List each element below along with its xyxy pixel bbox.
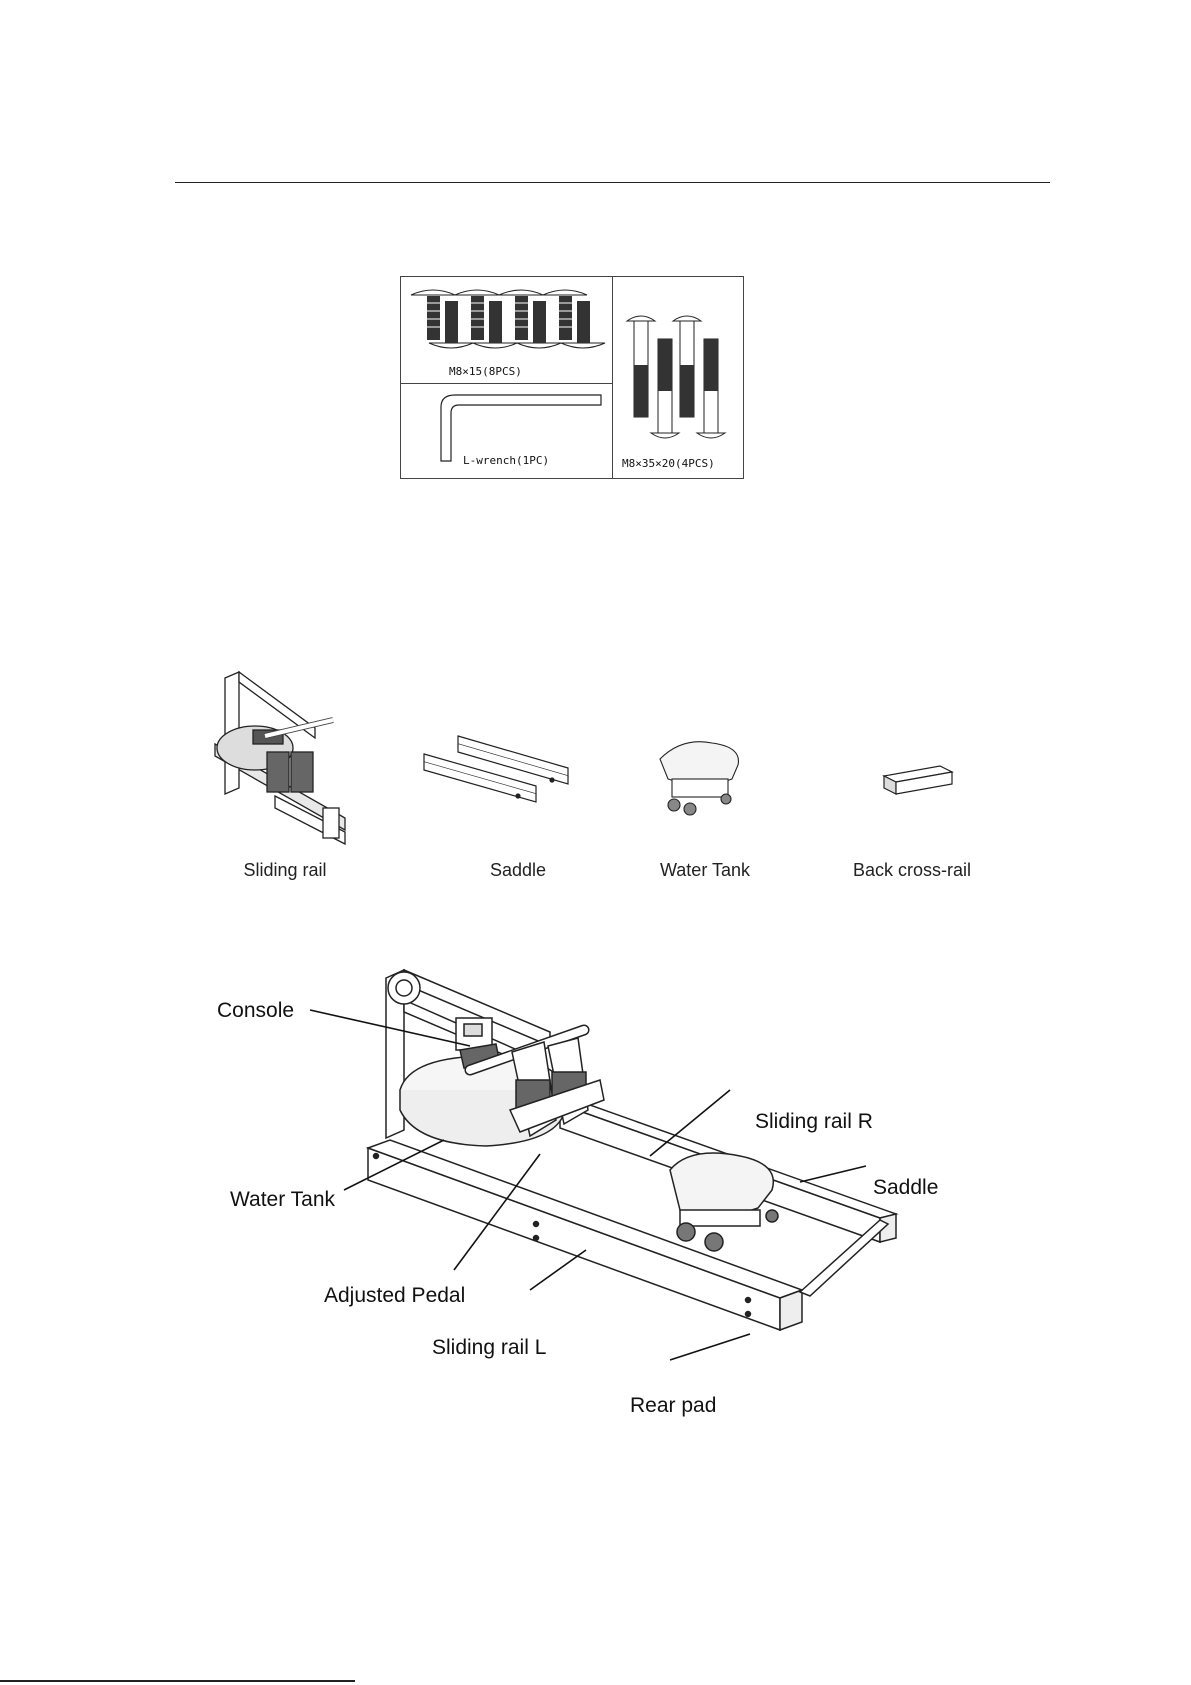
hardware-divider-horizontal [401, 383, 612, 384]
hardware-divider-vertical [612, 277, 613, 478]
m8x15-caption: M8×15(8PCS) [449, 365, 522, 378]
m8x35-caption: M8×35×20(4PCS) [622, 457, 715, 470]
saddle-part-drawing [418, 730, 578, 820]
sliding-rail-part-drawing [205, 668, 365, 853]
callout-sliding-rail-r: Sliding rail R [755, 1110, 873, 1134]
back-cross-rail-part-drawing [878, 762, 958, 802]
water-tank-part-drawing [652, 735, 752, 825]
callout-rear-pad: Rear pad [630, 1394, 716, 1418]
callout-adjusted-pedal: Adjusted Pedal [324, 1284, 465, 1308]
part-label-sliding-rail: Sliding rail [243, 860, 326, 881]
footer-rule [0, 1680, 355, 1682]
wrench-caption: L-wrench(1PC) [463, 454, 549, 467]
callout-sliding-rail-l: Sliding rail L [432, 1336, 546, 1360]
hardware-pack-figure: M8×15(8PCS) L-wrench(1PC) M8×35×20(4PCS) [400, 276, 744, 479]
part-label-water-tank: Water Tank [660, 860, 750, 881]
callout-console: Console [217, 999, 294, 1023]
callout-saddle: Saddle [873, 1176, 938, 1200]
callout-water-tank: Water Tank [230, 1188, 335, 1212]
part-label-back-cross-rail: Back cross-rail [853, 860, 971, 881]
m8x15-bolts-drawing [409, 287, 609, 367]
m8x35-bolts-drawing [621, 315, 741, 465]
part-label-saddle: Saddle [490, 860, 546, 881]
header-rule [175, 182, 1050, 183]
